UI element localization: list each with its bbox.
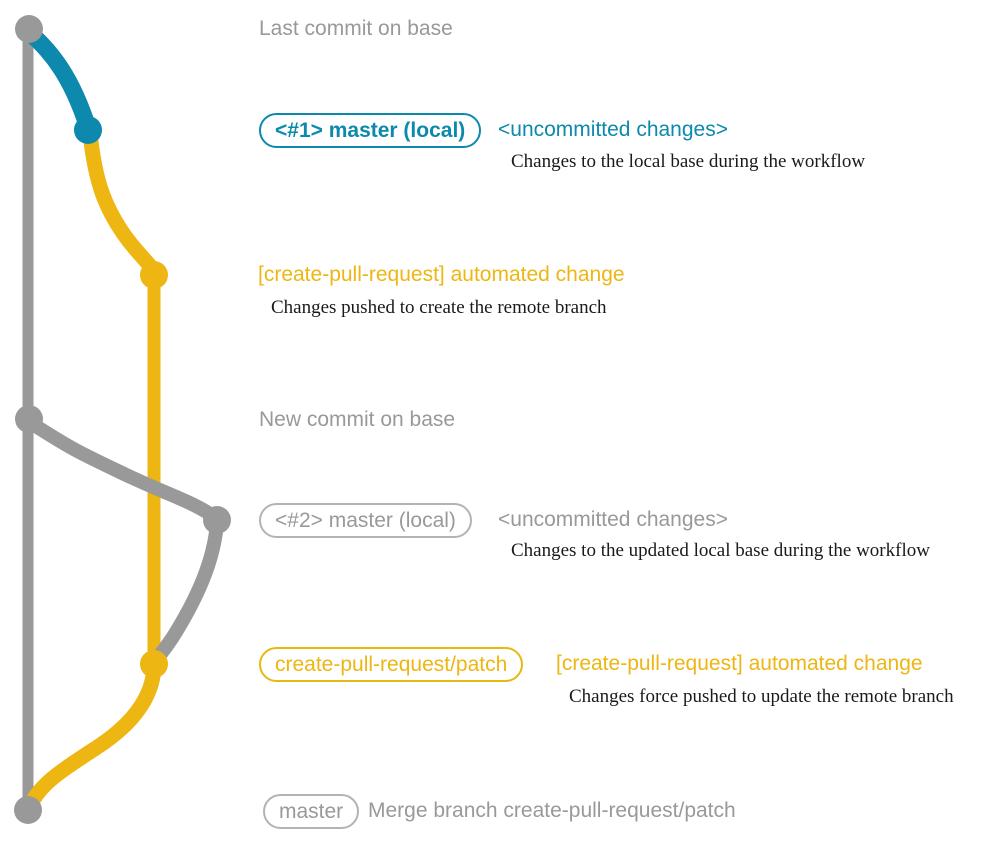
commit-node-local-2[interactable] xyxy=(203,506,231,534)
badge-master[interactable]: master xyxy=(263,794,360,829)
commit-node-remote-1[interactable] xyxy=(140,261,168,289)
subtext-updated-local-base-changes: Changes to the updated local base during… xyxy=(511,540,930,561)
subtext-force-pushed-update-remote-branch: Changes force pushed to update the remot… xyxy=(569,686,954,707)
commit-node-base-new[interactable] xyxy=(15,405,43,433)
headline-uncommitted-changes-2: <uncommitted changes> xyxy=(498,508,728,531)
headline-merge-branch: Merge branch create-pull-request/patch xyxy=(368,799,736,822)
label-new-commit-on-base: New commit on base xyxy=(259,408,456,431)
remote-merge-yellow-line xyxy=(22,660,162,814)
commit-node-base-last[interactable] xyxy=(15,15,43,43)
commit-node-remote-2[interactable] xyxy=(140,650,168,678)
subtext-pushed-create-remote-branch: Changes pushed to create the remote bran… xyxy=(271,297,607,318)
label-last-commit-on-base: Last commit on base xyxy=(259,17,453,40)
remote-branch-yellow-upper-line xyxy=(82,125,162,280)
subtext-local-base-changes: Changes to the local base during the wor… xyxy=(511,151,866,172)
headline-uncommitted-changes-1: <uncommitted changes> xyxy=(498,118,728,141)
local-to-remote-gray-line xyxy=(148,516,224,668)
badge-master-local-2[interactable]: <#2> master (local) xyxy=(259,503,472,538)
headline-automated-change-1: [create-pull-request] automated change xyxy=(258,263,625,286)
commit-node-local-1[interactable] xyxy=(74,116,102,144)
local-branch-gray-line xyxy=(24,416,223,525)
badge-master-local-1[interactable]: <#1> master (local) xyxy=(259,113,482,148)
commit-node-base-merge[interactable] xyxy=(14,796,42,824)
local-branch-teal-line xyxy=(20,23,97,137)
headline-automated-change-2: [create-pull-request] automated change xyxy=(556,652,923,675)
badge-create-pull-request-patch[interactable]: create-pull-request/patch xyxy=(259,647,524,682)
